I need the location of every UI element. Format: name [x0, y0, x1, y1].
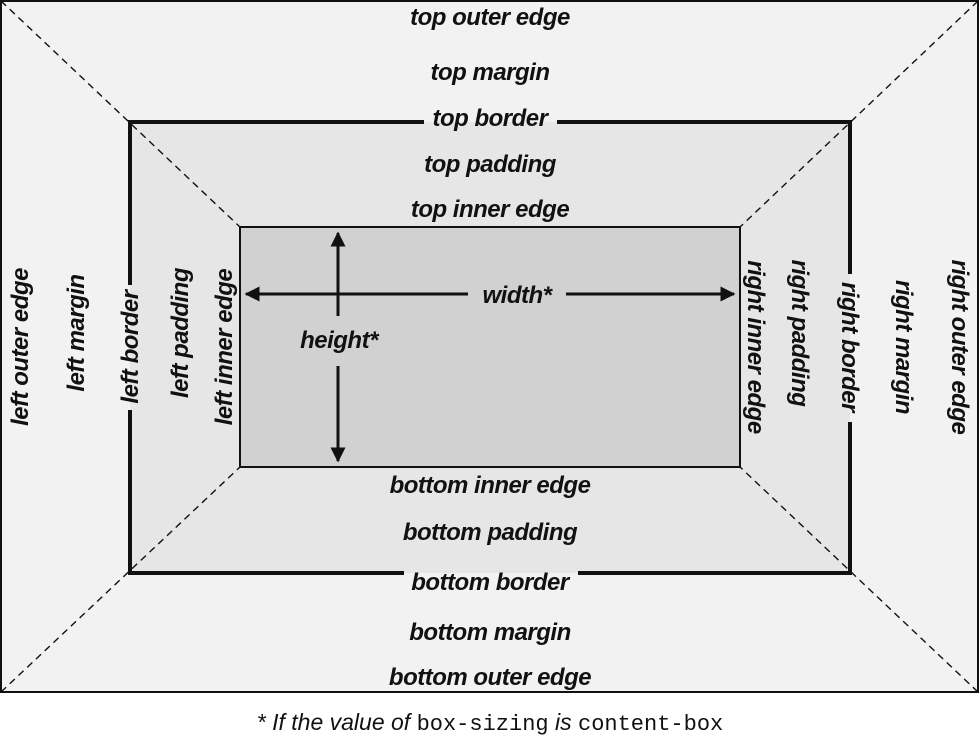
label-left-padding: left padding — [167, 267, 194, 398]
dimension-arrows — [244, 231, 736, 463]
label-top-margin: top margin — [431, 59, 550, 86]
footnote-prefix: * If the value of — [257, 709, 417, 735]
label-top-padding: top padding — [424, 151, 557, 178]
label-left-border: left border — [117, 288, 144, 403]
footnote: * If the value of box-sizing is content-… — [257, 709, 723, 737]
diagonal-bottom-right — [739, 466, 979, 693]
border-lines — [128, 120, 852, 575]
label-right-inner-edge: right inner edge — [742, 260, 769, 434]
label-top-outer-edge: top outer edge — [410, 4, 570, 31]
corner-diagonals — [0, 0, 979, 693]
label-left-margin: left margin — [63, 274, 90, 391]
footnote-value: content-box — [578, 712, 723, 737]
label-right-outer-edge: right outer edge — [946, 260, 973, 435]
label-right-border: right border — [836, 282, 863, 414]
label-bottom-inner-edge: bottom inner edge — [390, 472, 591, 499]
diagonal-top-left — [0, 0, 241, 228]
label-height: height* — [300, 327, 380, 354]
label-right-margin: right margin — [890, 280, 917, 414]
label-top-border: top border — [433, 105, 550, 132]
diagonal-bottom-left — [0, 466, 241, 693]
label-top-inner-edge: top inner edge — [411, 196, 569, 223]
label-bottom-border: bottom border — [411, 569, 571, 596]
content-area — [239, 226, 741, 468]
label-right-padding: right padding — [786, 260, 813, 408]
label-bottom-outer-edge: bottom outer edge — [389, 664, 591, 691]
label-left-outer-edge: left outer edge — [7, 268, 34, 426]
label-bottom-margin: bottom margin — [409, 619, 571, 646]
diagonal-top-right — [739, 0, 979, 228]
label-width: width* — [483, 282, 554, 309]
footnote-property: box-sizing — [417, 712, 549, 737]
footnote-middle: is — [549, 709, 578, 735]
label-bottom-padding: bottom padding — [403, 519, 578, 546]
label-left-inner-edge: left inner edge — [211, 269, 238, 426]
